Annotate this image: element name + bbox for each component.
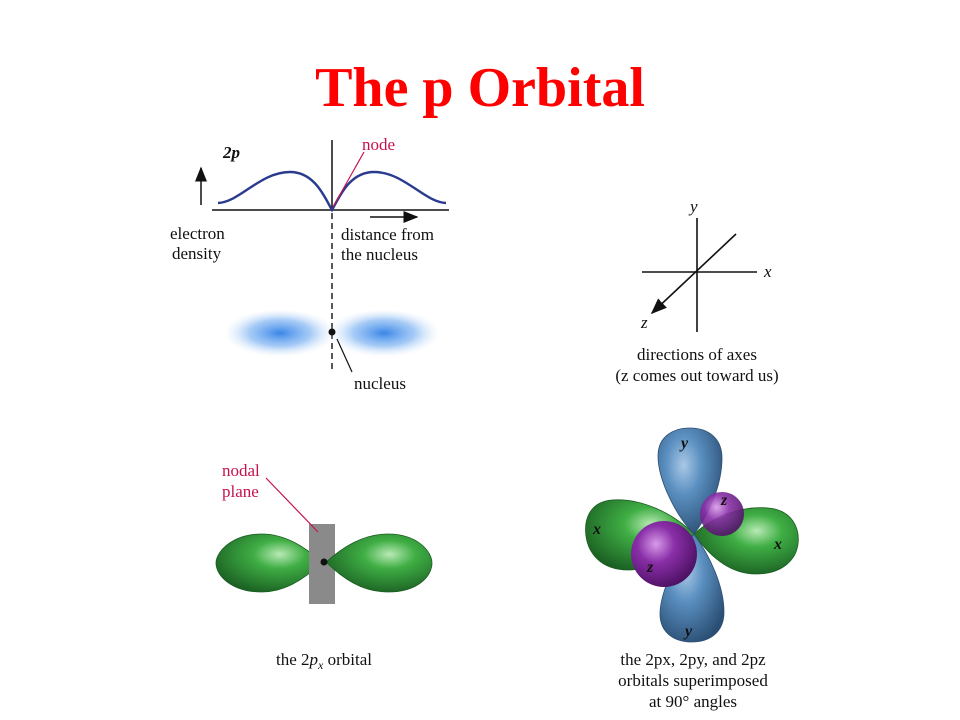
density-cloud-left <box>224 309 336 357</box>
px-caption-pre: the 2 <box>276 650 310 669</box>
node-pointer <box>332 151 365 208</box>
axes-x-label: x <box>763 262 772 281</box>
z-axis-line <box>650 233 737 315</box>
px-nucleus-dot <box>320 558 328 566</box>
axes-caption-1: directions of axes <box>637 345 757 364</box>
orbital-x-label-left: x <box>592 521 601 538</box>
axes-diagram: y x z directions of axes (z comes out to… <box>615 197 778 385</box>
green-lobe-left <box>215 533 323 593</box>
orbital-y-label-bottom: y <box>683 623 693 640</box>
nucleus-dot <box>328 328 336 336</box>
px-caption-post: orbital <box>323 650 372 669</box>
px-orbital-diagram: nodal plane the 2px orbital <box>215 461 433 672</box>
superimposed-caption-3: at 90° angles <box>649 692 737 711</box>
axes-caption-2: (z comes out toward us) <box>615 366 778 385</box>
orbital-z-label-back: z <box>720 492 728 509</box>
nucleus-pointer <box>336 338 353 373</box>
nucleus-label: nucleus <box>354 374 406 393</box>
superimposed-caption-2: orbitals superimposed <box>618 671 768 690</box>
superimposed-caption-1: the 2px, 2py, and 2pz <box>620 650 766 669</box>
orbital-z-label-front: z <box>646 559 654 576</box>
slide-title: The p Orbital <box>315 57 645 119</box>
px-caption-p: p <box>309 650 319 669</box>
x-axis-label-1: distance from <box>341 225 434 244</box>
nodal-pointer <box>265 477 319 533</box>
nodal-label-1: nodal <box>222 461 260 480</box>
axes-y-label: y <box>688 197 698 216</box>
y-axis-label-1: electron <box>170 224 225 243</box>
orbital-2p-label: 2p <box>222 143 240 162</box>
y-axis-label-2: density <box>172 244 222 263</box>
orbital-y-label-top: y <box>679 435 689 452</box>
px-caption: the 2px orbital <box>276 650 372 672</box>
node-label: node <box>362 135 395 154</box>
orbital-x-label-right: x <box>773 536 782 553</box>
density-curve <box>217 170 447 213</box>
px-caption-sub: x <box>317 658 324 672</box>
purple-lobe-z-back <box>700 492 744 536</box>
axes-z-label: z <box>640 313 648 332</box>
purple-lobe-z-front <box>631 521 697 587</box>
green-lobe-right <box>325 533 433 593</box>
superimposed-orbitals: y y x x z z the 2px, 2py, and 2pz orbita… <box>585 427 799 711</box>
nodal-label-2: plane <box>222 482 259 501</box>
density-cloud-right <box>328 309 440 357</box>
x-axis-label-2: the nucleus <box>341 245 418 264</box>
density-plot: 2p node electron density distance from t… <box>170 135 449 393</box>
